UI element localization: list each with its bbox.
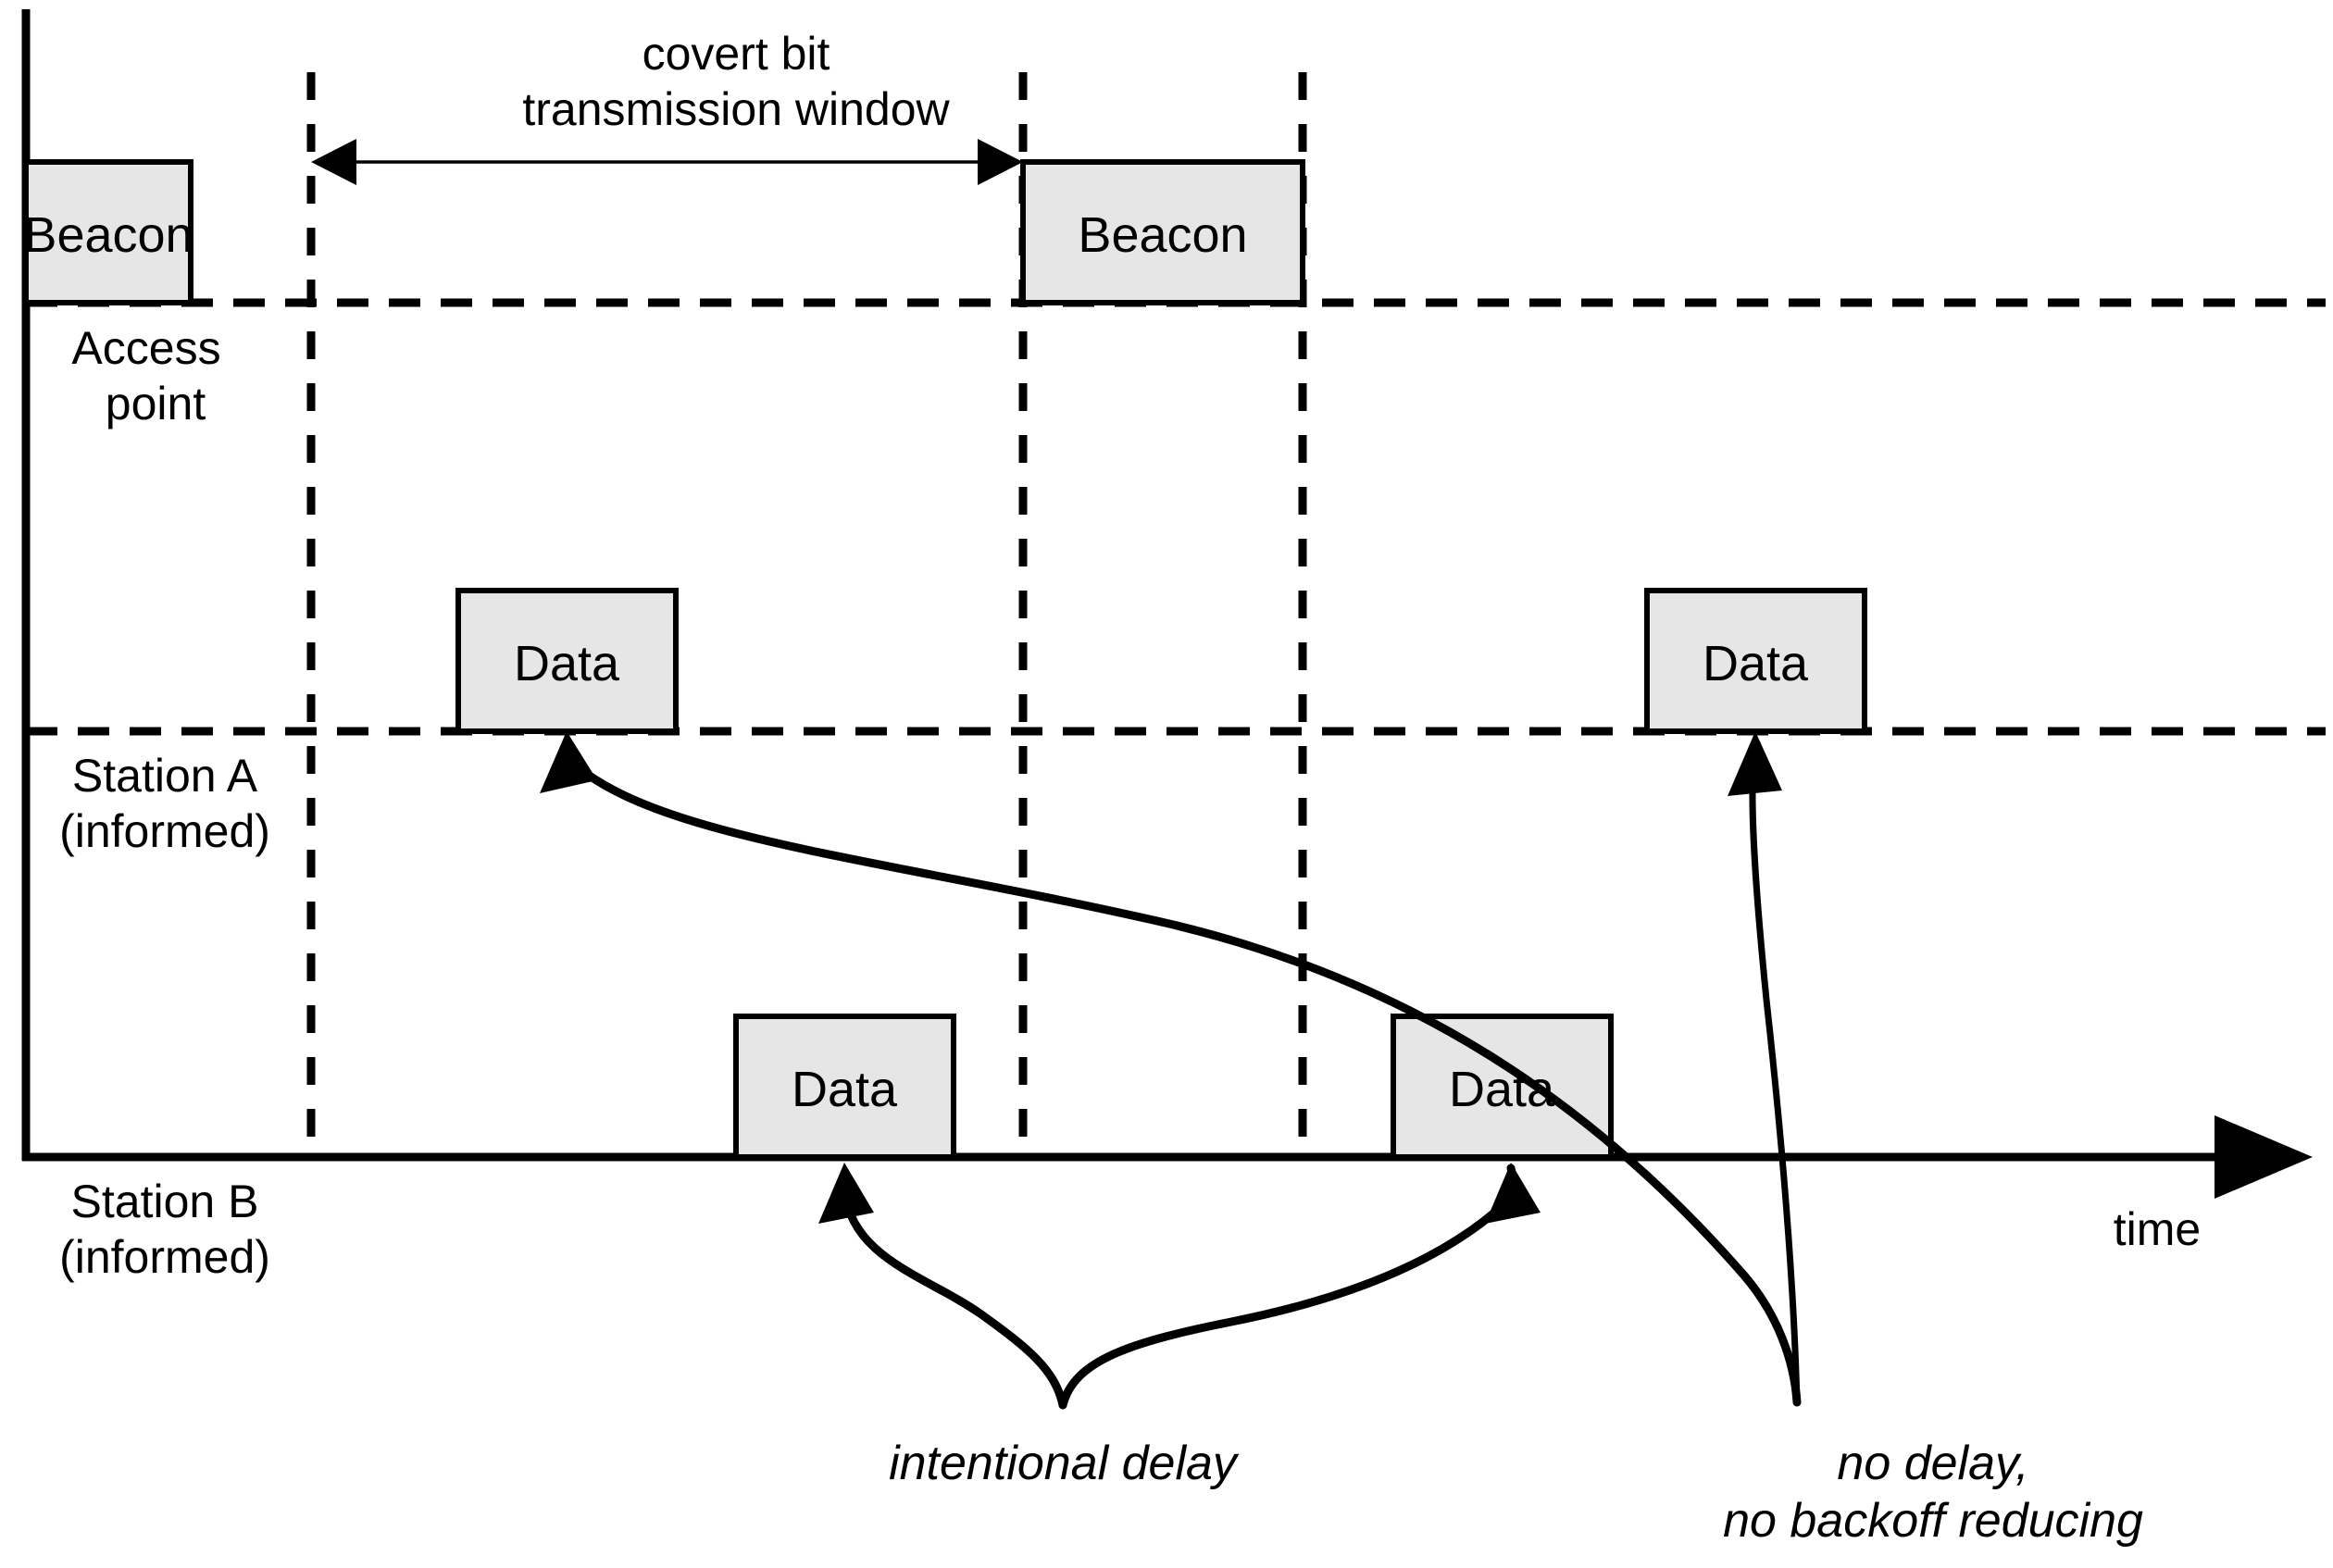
window-arrow-left-icon <box>311 139 356 185</box>
annotation-brace-intentional-left <box>840 1185 1067 1410</box>
frame-data-b-1[interactable] <box>733 1014 956 1160</box>
lane-label-station-b-line2: (informed) <box>59 1231 270 1283</box>
annotation-curve-station-a-data2 <box>1749 761 1801 1406</box>
annotation-no-delay-label-line1: no delay, <box>1837 1437 2028 1490</box>
frame-data-a-1[interactable] <box>455 588 679 734</box>
frame-beacon-1-label: Beacon <box>23 207 193 263</box>
annotation-no-delay-label-line2: no backoff reducing <box>1723 1494 2143 1548</box>
frame-beacon-1[interactable] <box>23 159 193 305</box>
frame-data-a-1-label: Data <box>514 636 620 691</box>
time-axis-arrow-icon <box>2214 1115 2313 1199</box>
window-label-line2: transmission window <box>522 83 950 135</box>
annotation-arrowhead-station-b-data2-icon <box>1485 1163 1541 1224</box>
lane-label-station-b-line1: Station B <box>71 1176 259 1227</box>
lane-label-access-point-line1: Access <box>71 322 220 374</box>
annotation-intentional-delay-label: intentional delay <box>889 1437 1240 1490</box>
window-arrow-right-icon <box>978 139 1023 185</box>
frame-data-b-1-label: Data <box>792 1062 898 1117</box>
annotation-arrowhead-station-a-data2-icon <box>1728 731 1782 796</box>
annotation-brace-intentional-right <box>1058 1188 1521 1410</box>
frame-data-a-2[interactable] <box>1644 588 1867 734</box>
frame-beacon-2-label: Beacon <box>1078 207 1247 263</box>
frame-data-a-2-label: Data <box>1703 636 1809 691</box>
lane-label-access-point-line2: point <box>106 378 206 429</box>
annotation-curve-station-a-data1 <box>562 753 1802 1407</box>
frame-beacon-2[interactable] <box>1020 159 1305 305</box>
frame-data-b-2[interactable] <box>1391 1014 1614 1160</box>
time-axis-label: time <box>2114 1203 2201 1255</box>
lane-label-station-a-line1: Station A <box>72 750 258 802</box>
lane-label-station-a-line2: (informed) <box>59 805 270 857</box>
window-label-line1: covert bit <box>643 28 830 80</box>
annotation-arrowhead-station-a-data1-icon <box>540 731 597 793</box>
annotation-arrowhead-station-b-data1-icon <box>818 1163 874 1224</box>
